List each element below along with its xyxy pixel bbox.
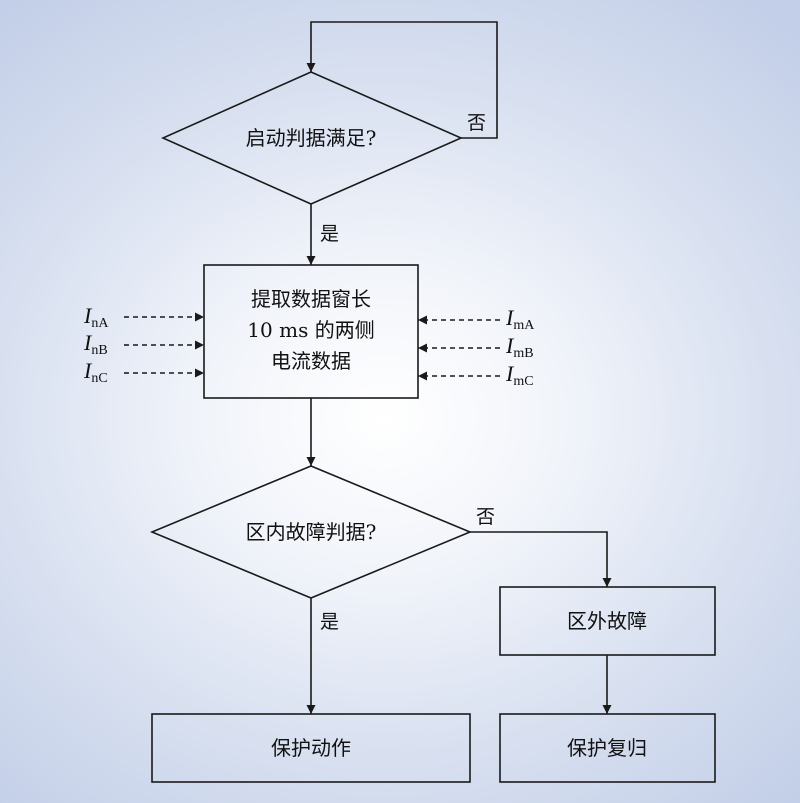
input-nB-label: InB [83,330,108,358]
protection-reset-box [499,713,716,783]
right-inputs: ImA ImB ImC [418,305,535,389]
start-decision-text: 启动判据满足? [246,126,377,150]
protection-action-text: 保护动作 [271,736,351,760]
extract-text-line3: 电流数据 [271,349,351,373]
left-inputs: InA InB InC [83,303,204,386]
internal-yes-label: 是 [320,611,339,633]
input-mB-label: ImB [505,333,534,361]
protection-action-box [151,713,471,783]
internal-no-label: 否 [476,506,495,528]
input-nC-label: InC [83,358,108,386]
input-mA-label: ImA [505,305,535,333]
loop-back-edge [306,21,498,139]
start-no-label: 否 [467,112,486,134]
extract-text-line2: 10 ms 的两侧 [247,318,374,342]
input-mC-label: ImC [505,361,534,389]
start-yes-label: 是 [320,223,339,245]
input-nA-label: InA [83,303,109,331]
protection-reset-text: 保护复归 [567,736,647,760]
extract-text-line1: 提取数据窗长 [251,287,371,311]
internal-no-edge [470,531,612,587]
external-fault-text: 区外故障 [567,609,647,633]
internal-decision-text: 区内故障判据? [246,520,377,544]
